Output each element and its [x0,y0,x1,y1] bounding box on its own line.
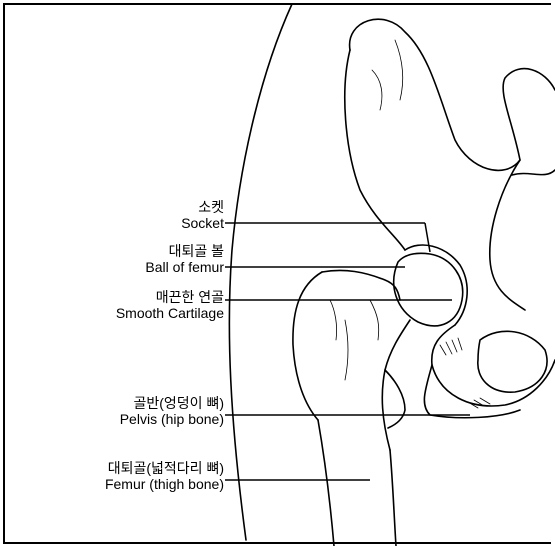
femoral-head [394,253,463,325]
ilium-outline [350,19,555,170]
label-femur-ko: 대퇴골(넓적다리 뼈) [105,460,224,476]
label-femur-en: Femur (thigh bone) [105,476,224,492]
label-ball-ko: 대퇴골 볼 [145,243,224,259]
bone-texture [330,40,490,408]
label-pelvis-en: Pelvis (hip bone) [120,411,224,427]
body-outline [229,4,292,540]
label-socket: 소켓 Socket [181,199,224,231]
label-cartilage-ko: 매끈한 연골 [116,289,224,305]
femur-shaft-right [390,450,396,546]
lesser-trochanter [385,370,405,428]
label-socket-ko: 소켓 [181,199,224,215]
sacrum-edge [490,160,525,310]
pelvis-lower-rim [432,325,555,406]
greater-trochanter [293,272,322,420]
label-cartilage-en: Smooth Cartilage [116,305,224,321]
label-ball: 대퇴골 볼 Ball of femur [145,243,224,275]
femur-neck-top [322,270,400,300]
label-pelvis: 골반(엉덩이 뼈) Pelvis (hip bone) [120,395,224,427]
socket-leader-drop [425,223,430,252]
label-ball-en: Ball of femur [145,259,224,275]
obturator-foramen [478,331,547,392]
label-cartilage: 매끈한 연골 Smooth Cartilage [116,289,224,321]
label-socket-en: Socket [181,215,224,231]
label-femur: 대퇴골(넓적다리 뼈) Femur (thigh bone) [105,460,224,492]
ilium-crest-detail [512,170,555,175]
ilium-inner [345,50,405,250]
label-pelvis-ko: 골반(엉덩이 뼈) [120,395,224,411]
femur-shaft-left [318,420,334,546]
